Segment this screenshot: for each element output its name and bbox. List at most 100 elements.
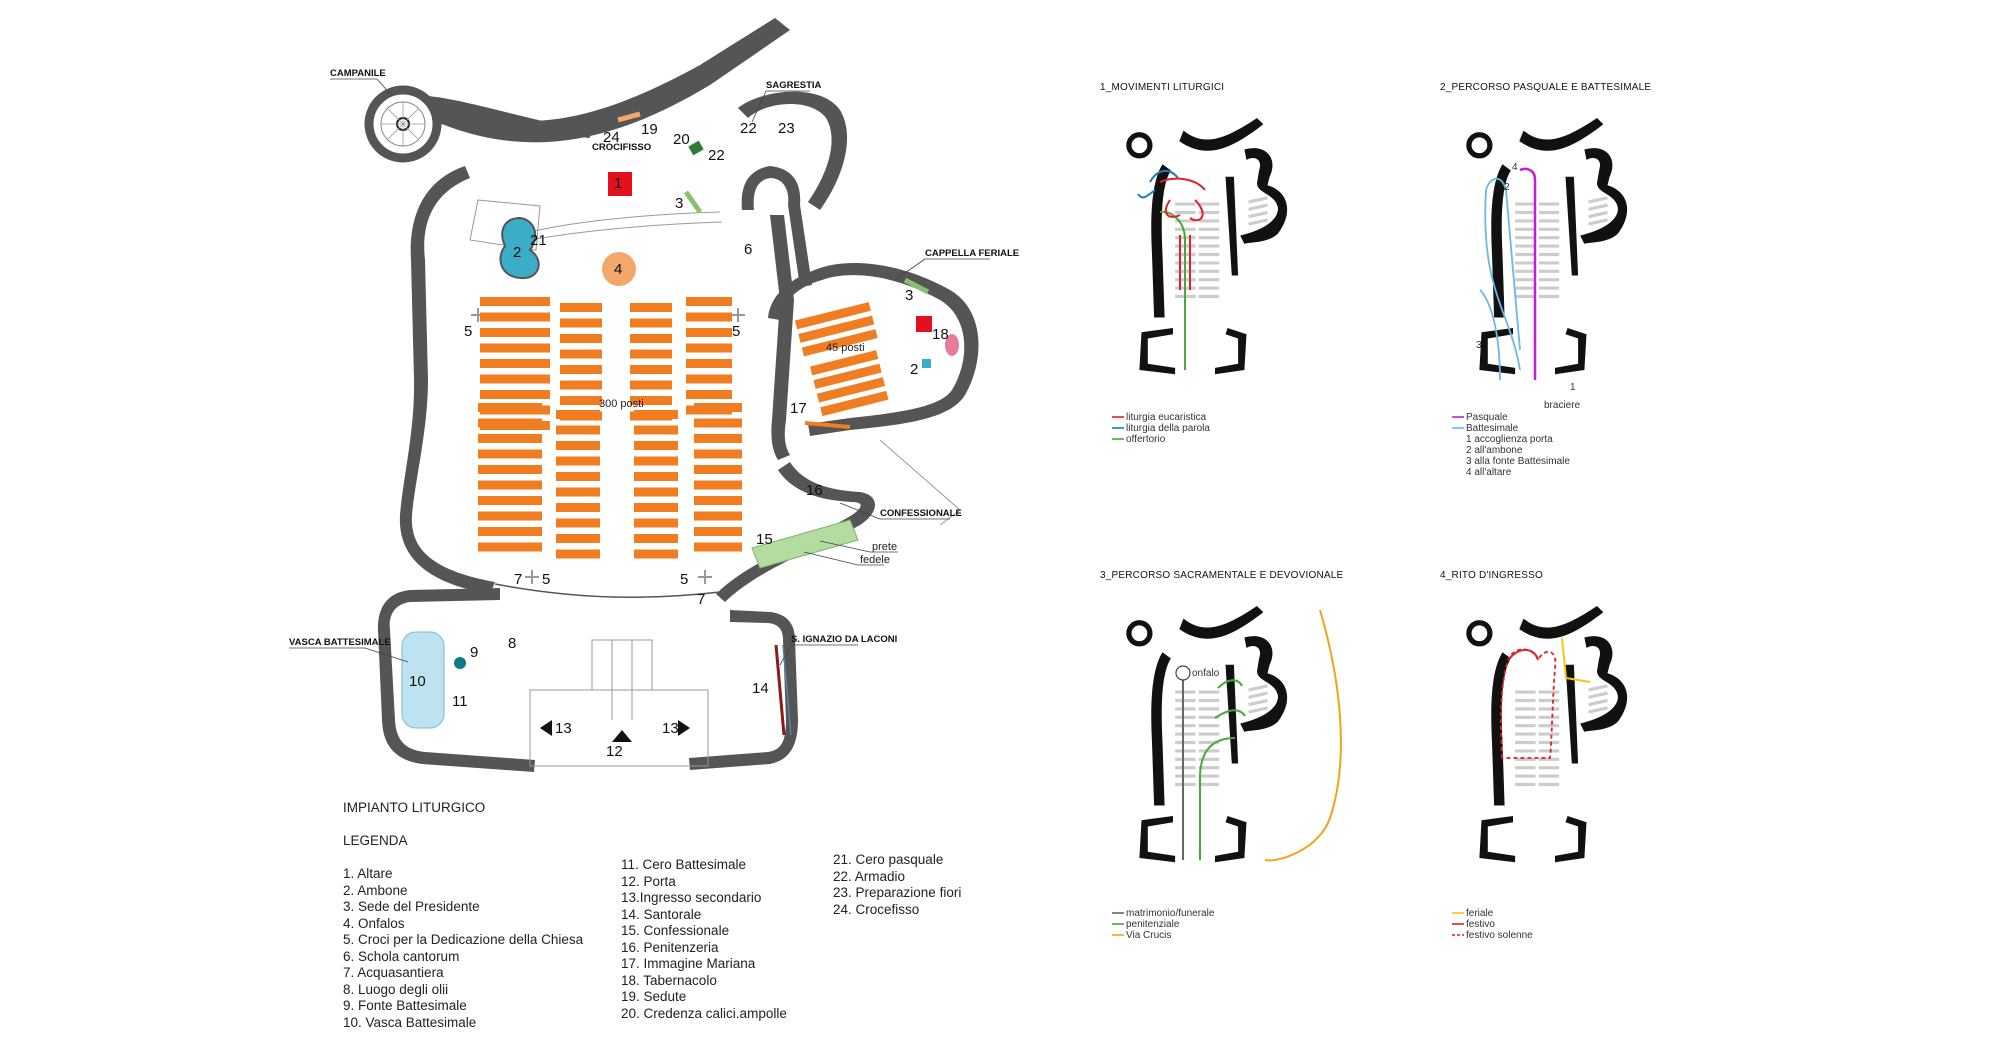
nave-bench [556, 549, 600, 559]
mini-diagram-title: 3_PERCORSO SACRAMENTALE E DEVOVIONALE [1100, 570, 1344, 581]
mini-plan [1466, 118, 1628, 375]
nave-bench [480, 328, 550, 337]
path-pasquale [1519, 167, 1537, 380]
num-10: 10 [409, 673, 426, 690]
legend-item: 23. Preparazione fiori [833, 885, 962, 900]
legend-item: 4. Onfalos [343, 915, 405, 931]
nave-bench [480, 343, 550, 353]
nave-bench [480, 312, 550, 322]
mini-bench [1248, 210, 1268, 219]
mini-legend-label: Via Crucis [1126, 930, 1171, 941]
mini-bench [1588, 196, 1608, 204]
num-5a: 5 [464, 323, 472, 340]
legend-item: 7. Acquasantiera [343, 965, 444, 980]
label-prete: prete [872, 541, 897, 553]
num-22b: 22 [708, 147, 725, 164]
mini-wall [1555, 816, 1587, 863]
legend-item: 2. Ambone [343, 882, 408, 898]
nave-bench [694, 496, 742, 505]
sagrestia-inner-wall [741, 166, 812, 287]
num-5d: 5 [680, 571, 688, 588]
num-11: 11 [452, 693, 468, 710]
label-crocifisso: CROCIFISSO [592, 142, 651, 153]
mini-wall [1225, 176, 1239, 276]
legend-item: 11. Cero Battesimale [621, 857, 747, 872]
mini-campanile [1126, 620, 1153, 647]
mini-bench [1248, 706, 1268, 714]
nave-bench [630, 380, 672, 390]
mini-diagram-title: 4_RITO D'INGRESSO [1440, 570, 1543, 581]
mini-legend-label: Pasquale [1466, 412, 1508, 423]
nave-bench [478, 527, 542, 536]
nave-bench [560, 318, 602, 328]
num-15: 15 [756, 531, 773, 548]
nave-bench [694, 449, 742, 459]
nave-bench [560, 334, 602, 343]
nave-benches [478, 297, 742, 559]
chapel-benches [794, 302, 889, 417]
nave-bench [630, 334, 672, 343]
legend-item: 18. Tabernacolo [621, 972, 717, 988]
nave-bench [556, 503, 600, 512]
num-7b: 7 [697, 591, 705, 608]
path-battesimale [1484, 177, 1521, 371]
legend-item: 20. Credenza calici.ampolle [621, 1005, 787, 1021]
path-liturgia-eucaristica [1159, 177, 1206, 290]
nave-bench [556, 534, 600, 543]
nave-bench [686, 390, 732, 399]
marker-4: 4 [1512, 162, 1518, 173]
num-5c: 5 [542, 571, 550, 588]
mini-legend-label: liturgia della parola [1126, 423, 1210, 434]
num-22a: 22 [740, 120, 757, 137]
nave-bench [480, 359, 550, 368]
num-3-chapel: 3 [905, 287, 913, 304]
mini-legend-label: Battesimale [1466, 423, 1519, 434]
marker-2: 2 [1504, 182, 1510, 193]
num-9: 9 [470, 644, 478, 661]
num-6: 6 [744, 241, 752, 258]
chapel-bench [801, 329, 878, 357]
legend-item: 3. Sede del Presidente [343, 899, 480, 914]
stair-shape [469, 199, 541, 251]
mini-wall [1240, 636, 1288, 732]
path-festivo-solenne [1500, 648, 1557, 759]
legend-item: 19. Sedute [621, 989, 687, 1004]
chapel-bench [813, 363, 882, 389]
campanile-link-wall [428, 96, 590, 138]
mini-diagram-2: 2_PERCORSO PASQUALE E BATTESIMALE1234bra… [1440, 82, 1651, 478]
north-curved-wall [432, 18, 790, 143]
num-4: 4 [614, 261, 622, 278]
path-battesimale-2 [1479, 289, 1501, 381]
chapel-green [903, 277, 930, 295]
ramp-curve [529, 211, 721, 233]
nave-bench [634, 549, 678, 559]
nave-bottom-curve [494, 583, 721, 598]
mini-wall [1519, 606, 1604, 639]
label-fedele: fedele [860, 554, 890, 566]
path-feriale [1561, 637, 1591, 683]
cero-battesimale [454, 657, 466, 669]
mini-wall [1215, 816, 1247, 863]
nave-bench [478, 403, 542, 412]
legend-item: 22. Armadio [833, 868, 906, 884]
legend-item: 15. Confessionale [621, 923, 730, 938]
nave-bench [478, 542, 542, 552]
nave-bench [556, 441, 600, 450]
plan-number-labels: 1 2 3 4 5 5 5 5 6 7 7 8 9 10 11 12 13 13… [409, 120, 949, 760]
nave-bench [634, 534, 678, 543]
nave-bench [686, 297, 732, 306]
nave-bench [556, 487, 600, 497]
nave-bench [694, 527, 742, 536]
path-penitenziale [1199, 679, 1246, 860]
nave-bench [694, 511, 742, 521]
label-sagrestia: SAGRESTIA [766, 80, 822, 91]
nave-right-wall [770, 215, 794, 460]
nave-bench [634, 503, 678, 512]
nave-bench [560, 365, 602, 374]
label-onfalo: onfalo [1192, 668, 1220, 679]
